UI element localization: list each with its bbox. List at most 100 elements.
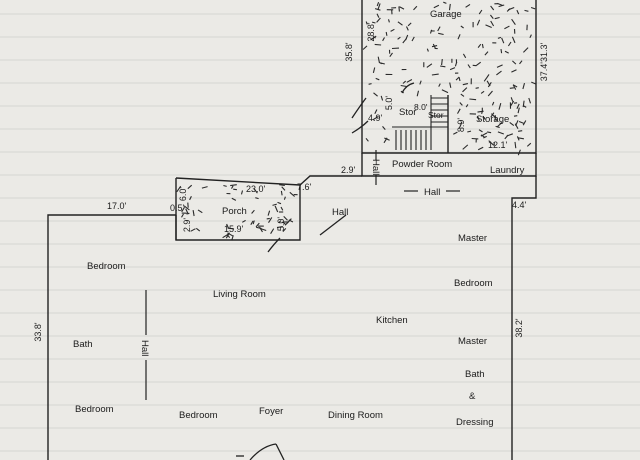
speckle-stroke <box>490 112 495 118</box>
room-hall-vertical-top: Hall <box>370 159 381 175</box>
dim-house-44: 4.4' <box>512 200 527 210</box>
speckle-stroke <box>478 9 483 15</box>
speckle-stroke <box>390 28 395 32</box>
dimension-labels: 35.8' 28.8' 37.4'31.3' 5.0' 8.0' 4.9' 8.… <box>33 22 549 342</box>
speckle-stroke <box>514 141 517 149</box>
stairs <box>392 95 448 150</box>
speckle-stroke <box>374 43 382 46</box>
speckle-stroke <box>231 185 234 189</box>
speckle-stroke <box>387 19 390 23</box>
porch-speckle-fill <box>176 184 298 241</box>
speckle-stroke <box>253 188 258 194</box>
room-foyer: Foyer <box>259 406 283 417</box>
speckle-stroke <box>496 70 502 76</box>
speckle-stroke <box>526 142 532 147</box>
speckle-stroke <box>484 51 489 56</box>
speckle-stroke <box>176 185 182 193</box>
speckle-stroke <box>231 197 237 201</box>
speckle-stroke <box>384 137 390 141</box>
speckle-stroke <box>240 190 244 195</box>
speckle-stroke <box>371 21 376 24</box>
speckle-stroke <box>389 52 393 58</box>
room-laundry: Laundry <box>490 165 525 176</box>
speckle-stroke <box>509 121 515 127</box>
speckle-stroke <box>281 186 286 191</box>
speckle-stroke <box>230 184 237 187</box>
speckle-stroke <box>511 36 516 44</box>
speckle-stroke <box>462 53 467 59</box>
speckle-stroke <box>377 56 380 63</box>
speckle-stroke <box>513 115 518 117</box>
dim-porch-159: 15.9' <box>224 224 244 234</box>
speckle-stroke <box>511 18 516 26</box>
speckle-stroke <box>227 227 235 230</box>
speckle-stroke <box>365 137 369 142</box>
room-master-bath-1: Master <box>458 336 487 347</box>
speckle-stroke <box>280 206 284 211</box>
speckle-stroke <box>529 34 532 39</box>
dim-garage-inner: 28.8' <box>366 22 376 42</box>
speckle-stroke <box>458 77 461 82</box>
upper-body-wall <box>361 153 537 177</box>
speckle-stroke <box>277 201 282 205</box>
speckle-stroke <box>511 69 517 73</box>
speckle-stroke <box>383 137 388 144</box>
speckle-stroke <box>531 81 537 85</box>
speckle-stroke <box>255 222 260 228</box>
speckle-stroke <box>438 83 441 87</box>
speckle-stroke <box>516 103 520 109</box>
speckle-stroke <box>279 184 285 187</box>
speckle-stroke <box>365 21 368 25</box>
speckle-stroke <box>448 3 451 11</box>
dim-house-left: 33.8' <box>33 322 43 342</box>
speckle-stroke <box>497 36 502 39</box>
speckle-stroke <box>278 220 282 224</box>
dim-house-right: 38.2' <box>514 318 524 338</box>
speckle-stroke <box>397 21 403 26</box>
speckle-stroke <box>261 228 267 232</box>
speckle-stroke <box>462 144 469 150</box>
speckle-stroke <box>504 25 510 30</box>
speckle-stroke <box>181 206 185 213</box>
speckle-stroke <box>512 84 518 88</box>
speckle-stroke <box>187 184 193 190</box>
speckle-stroke <box>197 209 203 214</box>
speckle-stroke <box>477 116 480 122</box>
speckle-stroke <box>475 61 482 67</box>
speckle-stroke <box>233 188 237 191</box>
dim-porch-50: 5.0' <box>276 217 286 232</box>
speckle-stroke <box>501 37 505 44</box>
speckle-stroke <box>467 130 472 133</box>
speckle-stroke <box>250 220 254 225</box>
room-bedroom-lower-left: Bedroom <box>75 404 114 415</box>
room-storage: Storage <box>476 114 509 125</box>
room-powder-room: Powder Room <box>392 159 452 170</box>
speckle-stroke <box>372 67 376 74</box>
speckle-stroke <box>460 93 465 97</box>
speckle-stroke <box>510 97 514 102</box>
speckle-stroke <box>440 65 446 68</box>
dim-garage-right: 37.4'31.3' <box>539 42 549 81</box>
speckle-stroke <box>372 115 379 121</box>
speckle-stroke <box>380 62 385 65</box>
speckle-stroke <box>522 82 526 90</box>
speckle-stroke <box>382 126 386 130</box>
hall-markers <box>145 150 460 400</box>
speckle-stroke <box>267 210 271 216</box>
dim-porch-29: 2.9' <box>182 218 192 233</box>
speckle-stroke <box>486 74 490 79</box>
speckle-stroke <box>289 191 295 197</box>
speckle-stroke <box>368 83 372 85</box>
speckle-stroke <box>487 82 492 88</box>
speckle-stroke <box>497 2 503 6</box>
room-stor-2: Stor <box>428 110 444 120</box>
speckle-stroke <box>457 34 461 40</box>
speckle-stroke <box>413 5 418 11</box>
dim-storage-8: 8.9' <box>456 118 466 133</box>
room-garage: Garage <box>430 9 462 20</box>
speckle-stroke <box>496 121 503 128</box>
dim-stair-49: 4.9' <box>368 113 383 123</box>
speckle-stroke <box>462 87 468 93</box>
dim-left-29: 2.9' <box>341 165 356 175</box>
